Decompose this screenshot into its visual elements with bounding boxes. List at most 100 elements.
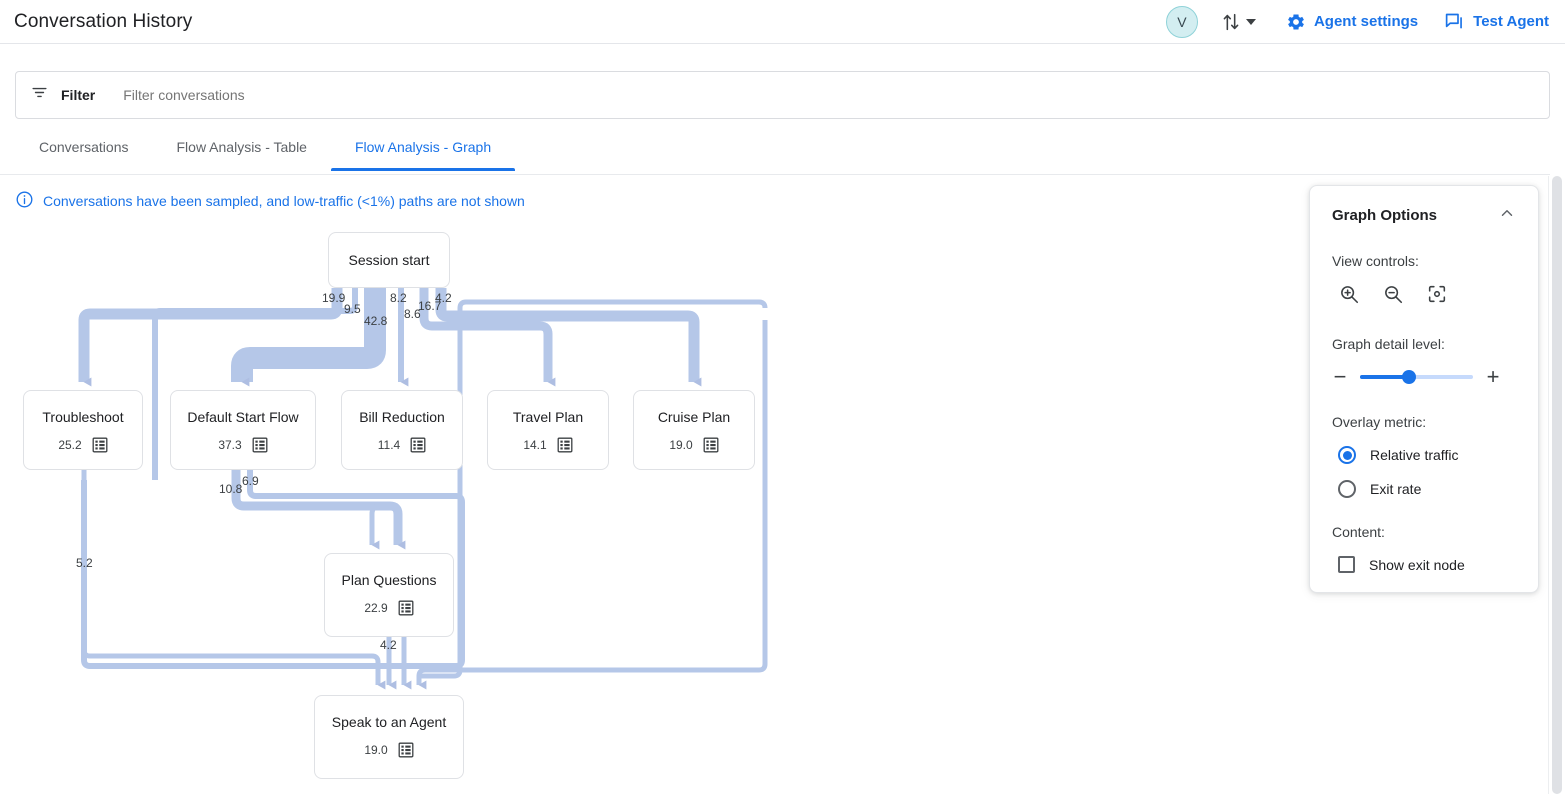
- flow-graph-canvas[interactable]: Session start Troubleshoot 25.2: [0, 180, 1530, 798]
- flow-graph-edges: [78, 288, 768, 690]
- node-label: Cruise Plan: [657, 409, 731, 425]
- zoom-out-icon[interactable]: [1382, 283, 1404, 310]
- node-meta: 11.4: [378, 437, 426, 453]
- info-icon: [15, 190, 34, 212]
- edge-label: 10.8: [219, 482, 243, 496]
- tab-flow-analysis-graph[interactable]: Flow Analysis - Graph: [330, 135, 516, 171]
- graph-options-header: Graph Options: [1332, 204, 1516, 227]
- radio-label: Relative traffic: [1370, 447, 1459, 463]
- graph-node-bill-reduction[interactable]: Bill Reduction 11.4: [341, 390, 463, 470]
- tab-flow-analysis-table[interactable]: Flow Analysis - Table: [176, 139, 307, 155]
- agent-settings-button[interactable]: Agent settings: [1286, 12, 1418, 32]
- table-view-icon[interactable]: [92, 437, 108, 453]
- radio-button-selected-icon[interactable]: [1338, 446, 1356, 464]
- detail-level-slider-row: − +: [1332, 366, 1516, 388]
- slider-fill: [1360, 375, 1409, 379]
- node-value: 11.4: [377, 438, 401, 452]
- view-controls-label: View controls:: [1332, 253, 1419, 269]
- node-value: 22.9: [364, 601, 388, 615]
- zoom-in-icon[interactable]: [1338, 283, 1360, 310]
- checkbox-label: Show exit node: [1369, 556, 1465, 573]
- fit-to-screen-icon[interactable]: [1426, 283, 1448, 310]
- table-view-icon[interactable]: [410, 437, 426, 453]
- sort-control[interactable]: [1220, 11, 1256, 33]
- edge-label: 4.2: [380, 638, 397, 652]
- node-value: 19.0: [669, 438, 693, 452]
- gear-icon: [1286, 12, 1306, 32]
- edge-label: 6.9: [242, 474, 259, 488]
- graph-node-travel-plan[interactable]: Travel Plan 14.1: [487, 390, 609, 470]
- chevron-down-icon: [1245, 18, 1256, 25]
- edge-label: 8.6: [404, 307, 421, 321]
- filter-input[interactable]: [121, 86, 722, 104]
- node-label: Session start: [348, 252, 430, 268]
- sampling-notice-text: Conversations have been sampled, and low…: [43, 193, 525, 209]
- edge-label: 42.8: [364, 314, 388, 328]
- table-view-icon[interactable]: [557, 437, 573, 453]
- top-bar: Conversation History V: [0, 0, 1565, 44]
- graph-options-panel: Graph Options View controls:: [1309, 185, 1539, 593]
- edge-label: 19.9: [322, 291, 346, 305]
- node-value: 25.2: [58, 438, 82, 452]
- detail-level-slider[interactable]: [1360, 370, 1473, 384]
- table-view-icon[interactable]: [398, 600, 414, 616]
- graph-node-troubleshoot[interactable]: Troubleshoot 25.2: [23, 390, 143, 470]
- overlay-metric-label: Overlay metric:: [1332, 414, 1427, 430]
- filter-bar[interactable]: Filter: [15, 71, 1550, 119]
- node-meta: 14.1: [523, 437, 573, 453]
- tab-bar: Conversations Flow Analysis - Table Flow…: [15, 135, 516, 175]
- table-view-icon[interactable]: [703, 437, 719, 453]
- node-meta: 19.0: [669, 437, 719, 453]
- chevron-up-icon[interactable]: [1498, 204, 1516, 227]
- edge-label: 8.2: [390, 291, 407, 305]
- top-bar-actions: V Agent settings: [1165, 5, 1565, 38]
- agent-settings-label: Agent settings: [1313, 13, 1419, 30]
- edge-label: 9.5: [344, 302, 361, 316]
- radio-exit-rate[interactable]: Exit rate: [1332, 480, 1516, 498]
- graph-node-cruise-plan[interactable]: Cruise Plan 19.0: [633, 390, 755, 470]
- node-value: 37.3: [218, 438, 242, 452]
- node-label: Travel Plan: [512, 409, 584, 425]
- checkbox-show-exit-node[interactable]: Show exit node: [1332, 556, 1516, 573]
- node-meta: 37.3: [218, 437, 268, 453]
- node-label: Speak to an Agent: [331, 714, 447, 730]
- tab-bar-divider: [0, 174, 1550, 175]
- filter-icon: [30, 83, 49, 107]
- test-agent-button[interactable]: Test Agent: [1444, 11, 1549, 32]
- node-meta: 19.0: [364, 742, 414, 758]
- node-label: Bill Reduction: [359, 409, 445, 425]
- radio-label: Exit rate: [1370, 481, 1422, 497]
- graph-node-speak-to-an-agent[interactable]: Speak to an Agent 19.0: [314, 695, 464, 779]
- table-view-icon[interactable]: [398, 742, 414, 758]
- node-label: Plan Questions: [341, 572, 437, 588]
- content-divider: [1548, 176, 1549, 794]
- vertical-scrollbar[interactable]: [1552, 176, 1562, 794]
- table-view-icon[interactable]: [252, 437, 268, 453]
- node-value: 14.1: [523, 438, 547, 452]
- node-label: Default Start Flow: [187, 409, 299, 425]
- node-meta: 22.9: [364, 600, 414, 616]
- graph-options-title: Graph Options: [1332, 207, 1437, 224]
- edge-label: 4.2: [435, 291, 452, 305]
- chat-bubble-icon: [1444, 11, 1465, 32]
- graph-node-plan-questions[interactable]: Plan Questions 22.9: [324, 553, 454, 637]
- edge-label: 16.7: [418, 299, 442, 313]
- graph-node-default-start-flow[interactable]: Default Start Flow 37.3: [170, 390, 316, 470]
- tab-conversations[interactable]: Conversations: [39, 139, 129, 155]
- node-value: 19.0: [364, 743, 388, 757]
- node-meta: 25.2: [58, 437, 108, 453]
- node-label: Troubleshoot: [42, 409, 124, 425]
- filter-label: Filter: [61, 87, 96, 103]
- avatar[interactable]: V: [1165, 5, 1198, 38]
- checkbox-icon[interactable]: [1338, 556, 1355, 573]
- slider-thumb[interactable]: [1401, 370, 1416, 384]
- page-title: Conversation History: [14, 10, 193, 32]
- content-label: Content:: [1332, 524, 1385, 540]
- radio-relative-traffic[interactable]: Relative traffic: [1332, 446, 1516, 464]
- graph-node-session-start[interactable]: Session start: [328, 232, 450, 288]
- plus-icon[interactable]: +: [1486, 364, 1500, 389]
- minus-icon[interactable]: −: [1333, 364, 1347, 389]
- sampling-notice: Conversations have been sampled, and low…: [15, 190, 525, 212]
- radio-button-icon[interactable]: [1338, 480, 1356, 498]
